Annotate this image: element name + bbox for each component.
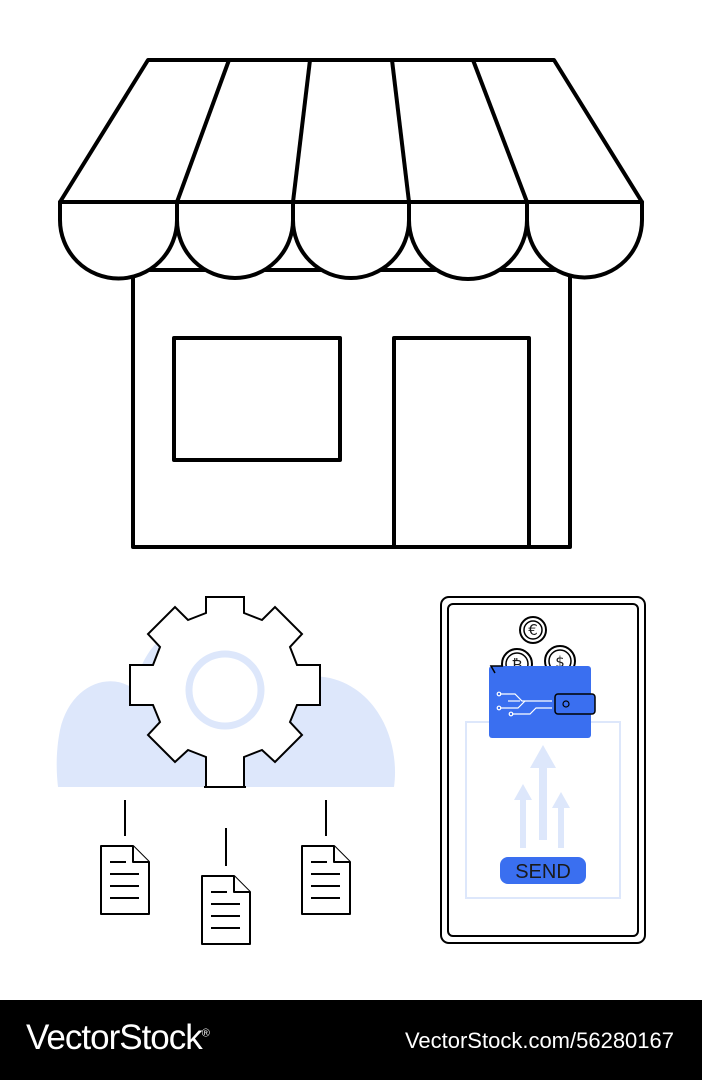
- send-button[interactable]: SEND: [500, 857, 586, 884]
- awning-scallops: [58, 200, 644, 281]
- store-door: [392, 336, 531, 549]
- gear-hub: [185, 650, 265, 730]
- coin-icon: €: [519, 616, 547, 644]
- euro-symbol: €: [528, 621, 538, 639]
- cloud-gear-icon: [56, 596, 396, 866]
- illustration: € ₿ $: [56, 58, 646, 945]
- awning: [58, 58, 644, 204]
- storefront-icon: [58, 58, 644, 549]
- document-icon: [201, 875, 251, 945]
- document-icon: [100, 845, 150, 915]
- send-label: SEND: [515, 861, 571, 883]
- arrow-up-icon: [514, 745, 570, 848]
- image-id-text: VectorStock.com/56280167: [404, 1028, 674, 1053]
- watermark-footer: VectorStock® VectorStock.com/56280167: [0, 1000, 702, 1080]
- store-building: [131, 268, 572, 549]
- wallet-icon: [489, 665, 596, 738]
- smartphone-icon: € ₿ $: [440, 596, 646, 944]
- store-window: [172, 336, 342, 462]
- phone-screen: [447, 603, 639, 937]
- document-icon: [301, 845, 351, 915]
- bitcoin-symbol: ₿: [511, 656, 522, 674]
- vectorstock-logo: VectorStock®: [26, 1018, 210, 1057]
- dollar-symbol: $: [555, 653, 565, 671]
